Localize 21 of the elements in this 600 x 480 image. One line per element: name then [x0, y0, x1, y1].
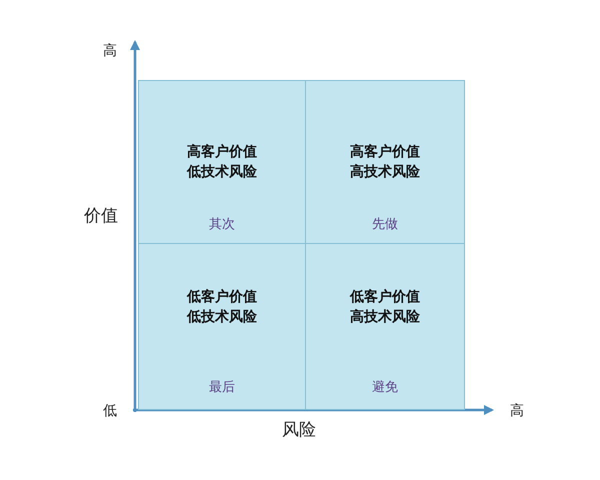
- quadrant-heading: 低客户价值: [186, 288, 258, 306]
- quadrant-box: [305, 80, 465, 244]
- quadrant-box: [138, 243, 306, 410]
- quadrant-heading: 高客户价值: [186, 143, 258, 161]
- action-label: 避免: [371, 379, 399, 396]
- quadrant-box: [305, 243, 465, 410]
- axis-title: 风险: [282, 419, 316, 441]
- axis-end-label: 低: [103, 402, 117, 420]
- quadrant-heading: 高技术风险: [349, 308, 421, 326]
- action-label: 先做: [371, 216, 399, 233]
- quadrant-heading: 高客户价值: [349, 143, 421, 161]
- quadrant-heading: 低客户价值: [348, 288, 421, 306]
- quadrant-heading: 低技术风险: [186, 308, 258, 326]
- axis-title: 价值: [84, 205, 118, 227]
- action-label: 其次: [208, 216, 236, 233]
- quadrant-heading: 高技术风险: [349, 163, 421, 181]
- quadrant-heading: 低技术风险: [186, 163, 258, 181]
- action-label: 最后: [208, 379, 236, 396]
- axis-end-label: 高: [103, 42, 117, 60]
- quadrant-box: [138, 80, 306, 244]
- axis-end-label: 高: [510, 402, 524, 420]
